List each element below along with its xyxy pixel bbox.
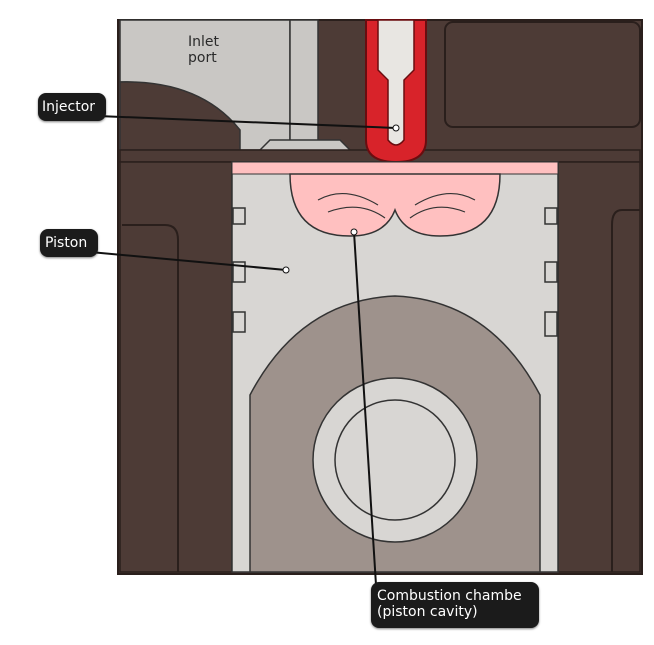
- label-combustion-chamber: Combustion chambe (piston cavity): [377, 588, 522, 620]
- cavity-swirl-right: [409, 192, 476, 219]
- liner-left-inner: [122, 224, 179, 572]
- leader-piston-dot: [282, 266, 290, 274]
- head-right-block: [444, 21, 641, 128]
- leader-piston: [89, 251, 287, 271]
- label-inlet-port: Inlet port: [188, 34, 219, 66]
- piston-cavity: [289, 173, 501, 237]
- liner-right-inner: [611, 209, 640, 572]
- inlet-valve-stem: [289, 19, 319, 151]
- cavity-swirl-left: [317, 192, 386, 219]
- label-injector: Injector: [42, 99, 96, 115]
- liner-right: [557, 161, 641, 573]
- label-piston: Piston: [45, 235, 88, 251]
- leader-injector-dot: [392, 124, 400, 132]
- piston-crown-strip: [231, 161, 559, 175]
- ring-groove-right-3: [544, 311, 558, 337]
- leader-combustion-dot: [350, 228, 358, 236]
- leader-injector: [97, 115, 397, 129]
- ring-groove-left-3: [232, 311, 246, 333]
- callout-combustion-chamber: Combustion chambe (piston cavity): [371, 582, 539, 628]
- callout-piston: Piston: [40, 229, 98, 257]
- liner-left: [119, 161, 233, 573]
- inlet-port-curve: [119, 81, 241, 151]
- ring-groove-left-2: [232, 261, 246, 283]
- callout-injector: Injector: [38, 93, 106, 121]
- leader-combustion: [353, 231, 377, 586]
- gudgeon-pin-inner: [334, 399, 456, 521]
- ring-groove-right-1: [544, 207, 558, 225]
- ring-groove-left-1: [232, 207, 246, 225]
- injector-core: [377, 19, 415, 146]
- ring-groove-right-2: [544, 261, 558, 283]
